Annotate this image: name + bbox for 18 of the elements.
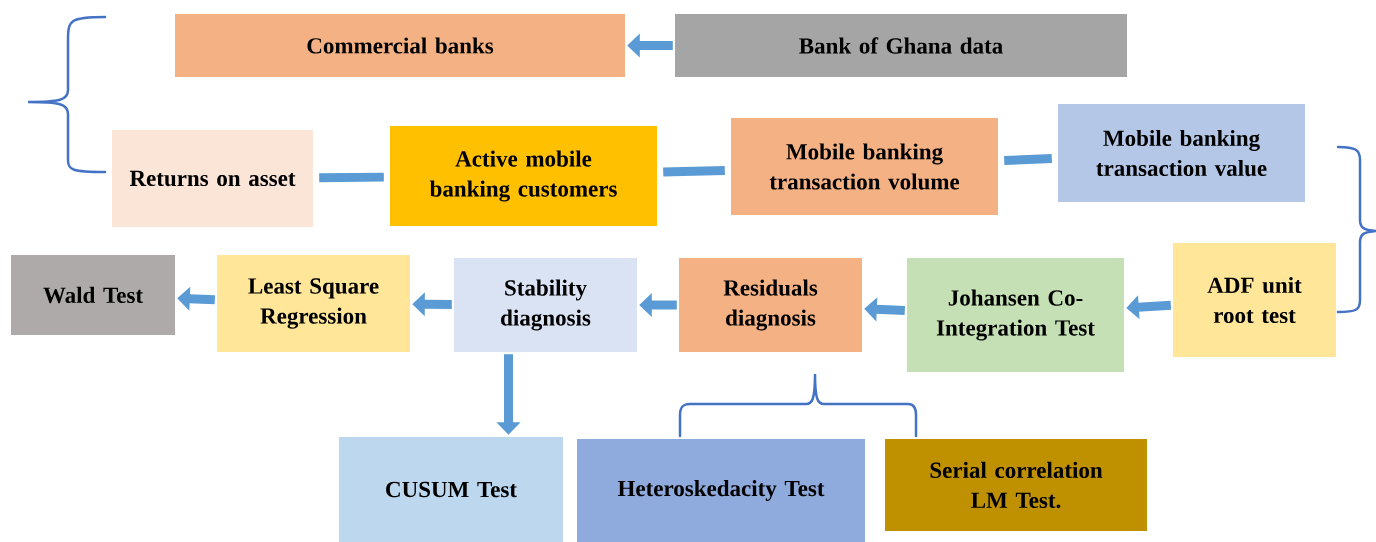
process-box: CUSUM Test [339, 437, 563, 542]
process-box: Bank of Ghana data [675, 14, 1127, 77]
process-box: Mobile banking transaction value [1058, 104, 1305, 202]
process-box: Least Square Regression [217, 255, 410, 352]
process-box: Residuals diagnosis [679, 258, 862, 352]
process-box: Active mobile banking customers [390, 126, 657, 226]
process-box: Wald Test [11, 255, 175, 335]
process-box: Returns on asset [112, 130, 313, 227]
connector-line [319, 172, 384, 183]
process-box: ADF unit root test [1173, 243, 1336, 357]
connector-line [1004, 154, 1052, 166]
process-box: Johansen Co-Integration Test [907, 258, 1124, 372]
process-box: Stability diagnosis [454, 258, 637, 352]
connector-line [663, 165, 725, 177]
process-box: Heteroskedacity Test [577, 439, 865, 542]
process-box: Serial correlation LM Test. [885, 439, 1147, 531]
process-box: Commercial banks [175, 14, 625, 77]
process-box: Mobile banking transaction volume [731, 118, 998, 215]
